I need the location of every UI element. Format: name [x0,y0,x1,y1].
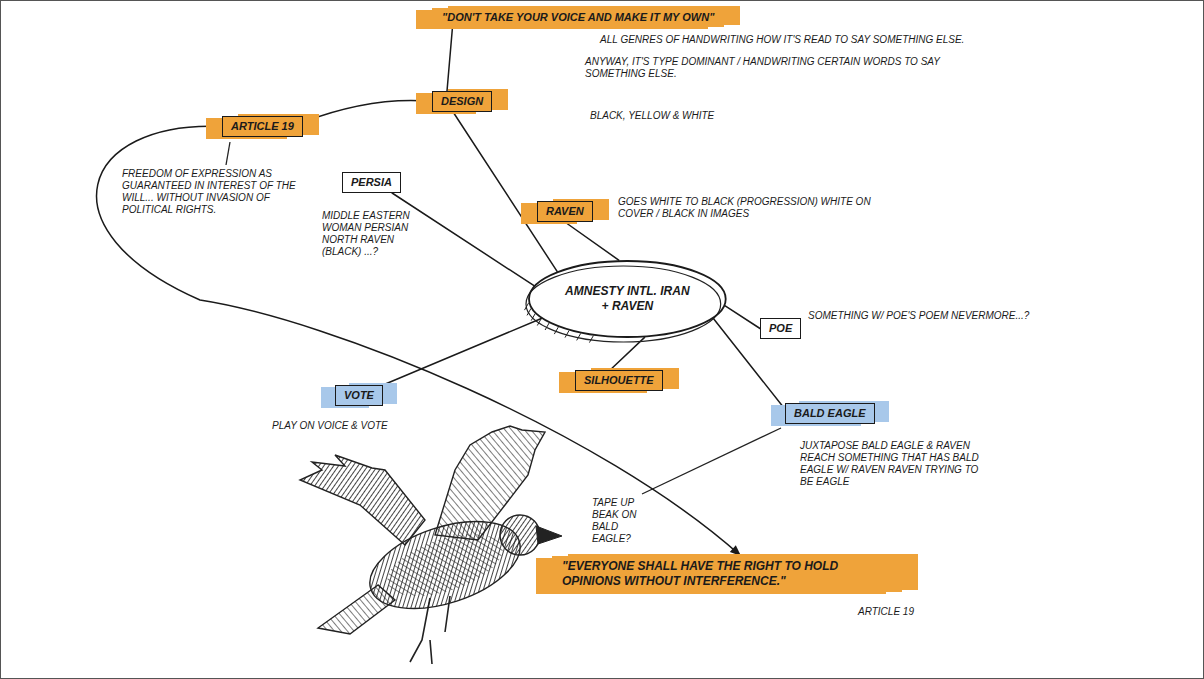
ellipse-shadow [526,266,721,342]
handwritten-note: ALL GENRES OF HANDWRITING HOW IT'S READ … [600,34,964,45]
connector-line [383,319,541,386]
quote-band: "EVERYONE SHALL HAVE THE RIGHT TO HOLD O… [552,556,902,592]
handwritten-note: GOES WHITE TO BLACK (PROGRESSION) WHITE … [618,196,871,219]
quote-band: "DON'T TAKE YOUR VOICE AND MAKE IT MY OW… [432,8,724,27]
central-ellipse: AMNESTY INTL. IRAN + RAVEN [528,260,727,338]
connector-line [565,222,619,260]
handwritten-note: ARTICLE 19 [858,606,914,617]
raven-body-shade [380,522,510,609]
topic-box: DESIGN [432,91,492,112]
note-block: MIDDLE EASTERN WOMAN PERSIAN NORTH RAVEN… [322,210,412,258]
connector-line [392,193,534,286]
raven-wing [300,455,425,545]
connector [383,319,541,386]
node-text: ARTICLE 19 [231,120,294,133]
topic-box: RAVEN [537,201,593,222]
note-block: BLACK, YELLOW & WHITE [590,110,790,122]
connector [303,101,432,123]
connector-line [725,306,760,329]
raven-beak [536,526,562,544]
note-block: JUXTAPOSE BALD EAGLE & RAVEN REACH SOMET… [800,440,980,488]
connector [565,222,619,260]
handwritten-note: MIDDLE EASTERN WOMAN PERSIAN NORTH RAVEN… [322,210,410,257]
note-block: ANYWAY, IT'S TYPE DOMINANT / HANDWRITING… [585,56,945,80]
connector [447,27,453,91]
raven-drawing [300,426,562,664]
connector [453,112,557,271]
connector-line [97,126,741,556]
note-block: ALL GENRES OF HANDWRITING HOW IT'S READ … [600,34,1080,46]
leader-line [642,428,781,494]
node-text: DESIGN [441,95,483,108]
node-text: BALD EAGLE [794,407,866,420]
note-block: FREEDOM OF EXPRESSION AS GUARANTEED IN I… [122,168,317,216]
ellipse-hatching [525,303,594,343]
topic-box: SILHOUETTE [575,370,663,391]
handwritten-note: PLAY ON VOICE & VOTE [272,420,388,431]
handwritten-note: ANYWAY, IT'S TYPE DOMINANT / HANDWRITING… [585,56,940,79]
handwritten-note: FREEDOM OF EXPRESSION AS GUARANTEED IN I… [122,168,296,215]
connector-line [453,112,557,271]
raven-tail [318,585,395,634]
node-text: AMNESTY INTL. IRAN + RAVEN [564,284,690,314]
node-text: VOTE [344,389,374,402]
connector [392,193,534,286]
note-block: ARTICLE 19 [858,606,958,618]
leader-line [226,142,230,165]
node-text: "DON'T TAKE YOUR VOICE AND MAKE IT MY OW… [442,11,714,24]
node-text: PERSIA [351,176,392,189]
note-block: PLAY ON VOICE & VOTE [272,420,452,432]
connector-line [447,27,453,91]
handwritten-note: JUXTAPOSE BALD EAGLE & RAVEN REACH SOMET… [800,440,979,487]
handwritten-note: SOMETHING W/ POE'S POEM NEVERMORE...? [808,310,1029,321]
node-text: POE [769,322,792,335]
connector-line [303,101,432,123]
arrow-head [730,545,741,556]
node-text: "EVERYONE SHALL HAVE THE RIGHT TO HOLD O… [562,559,892,589]
handwritten-note: TAPE UP BEAK ON BALD EAGLE? [592,497,636,544]
topic-box: BALD EAGLE [785,403,875,424]
node-text: RAVEN [546,205,584,218]
raven-legs [410,596,450,664]
note-block: SOMETHING W/ POE'S POEM NEVERMORE...? [808,310,1088,322]
handwritten-note: BLACK, YELLOW & WHITE [590,110,714,121]
connector [725,306,760,329]
raven-head [500,515,540,555]
topic-box: ARTICLE 19 [222,116,303,137]
note-block: TAPE UP BEAK ON BALD EAGLE? [592,497,652,545]
note-block: GOES WHITE TO BLACK (PROGRESSION) WHITE … [618,196,903,220]
node-text: SILHOUETTE [584,374,654,387]
ellipse-border [529,261,726,337]
topic-box: POE [760,318,801,339]
topic-box: PERSIA [342,172,401,193]
connector [97,126,741,556]
topic-box: VOTE [335,385,383,406]
